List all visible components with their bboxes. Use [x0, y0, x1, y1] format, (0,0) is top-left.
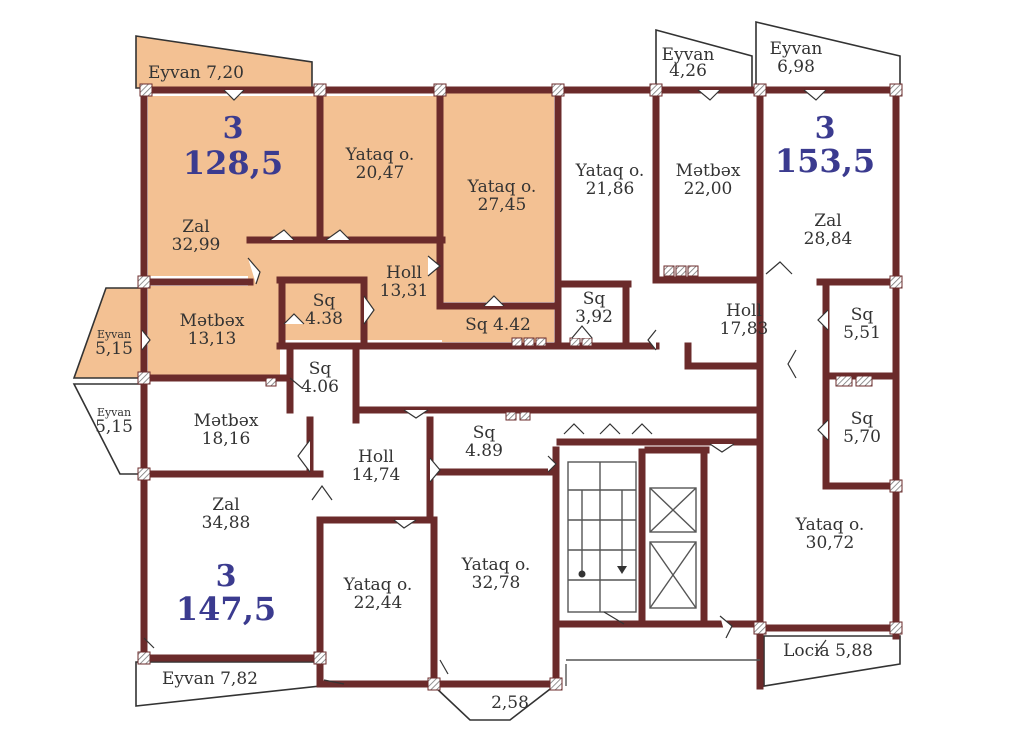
room-area: 18,16: [202, 429, 251, 449]
room-name: Yataq o.: [575, 161, 645, 181]
room-name: Eyvan 7,20: [148, 63, 244, 83]
room-area: 4,26: [669, 61, 707, 81]
room-area: 32,78: [472, 573, 521, 593]
room-name: Mətbəx: [676, 161, 741, 181]
room-name: Sq: [309, 359, 332, 379]
room-area: 4.06: [301, 377, 339, 397]
room-area: 6,98: [777, 57, 815, 77]
apartment-area: 153,5: [775, 142, 875, 180]
room-name: Yataq o.: [345, 145, 415, 165]
room-area: 20,47: [356, 163, 405, 183]
room-name: Sq: [851, 409, 874, 429]
room-name: Yataq o.: [467, 177, 537, 197]
thin-lines: [565, 461, 760, 686]
apartment-rooms: 3: [216, 559, 237, 594]
room-name: 2,58: [491, 693, 529, 713]
room-area: 28,84: [804, 229, 853, 249]
room-area: 5,70: [843, 427, 881, 447]
room-area: 5,15: [95, 339, 133, 359]
room-name: Yataq o.: [461, 555, 531, 575]
room-name: Sq: [473, 423, 496, 443]
doors: [141, 89, 829, 685]
room-area: 3,92: [575, 307, 613, 327]
apartment-label-128: 3 128,5: [183, 111, 283, 182]
room-area: 4.38: [305, 309, 343, 329]
room-name: Sq: [583, 289, 606, 309]
room-name: Holl: [726, 301, 762, 321]
room-name: Sq: [851, 305, 874, 325]
room-name: Eyvan: [97, 406, 131, 419]
room-name: Eyvan: [662, 45, 715, 65]
room-area: 30,72: [806, 533, 855, 553]
apartment-area: 128,5: [183, 144, 283, 182]
room-labels: Eyvan 7,20 Zal 32,99 Yataq o. 20,47 Yata…: [95, 39, 881, 713]
room-name: Yataq o.: [795, 515, 865, 535]
room-area: 34,88: [202, 513, 251, 533]
room-name: Locia 5,88: [783, 641, 873, 661]
room-name: Sq 4.42: [465, 315, 531, 335]
room-name: Zal: [814, 211, 841, 231]
room-area: 13,13: [188, 329, 237, 349]
room-name: Zal: [212, 495, 239, 515]
room-name: Sq: [313, 291, 336, 311]
apartment-area: 147,5: [176, 590, 276, 628]
room-area: 4.89: [465, 441, 503, 461]
room-area: 13,31: [380, 281, 429, 301]
room-area: 5,15: [95, 417, 133, 437]
room-name: Holl: [358, 447, 394, 467]
room-area: 21,86: [586, 179, 635, 199]
apartment-label-153: 3 153,5: [775, 111, 875, 180]
room-area: 27,45: [478, 195, 527, 215]
apartment-128-fill: [74, 36, 554, 378]
room-area: 14,74: [352, 465, 401, 485]
columns: [137, 83, 903, 691]
room-area: 22,00: [684, 179, 733, 199]
room-name: Eyvan: [97, 328, 131, 341]
apartment-label-147: 3 147,5: [176, 559, 276, 628]
room-area: 32,99: [172, 235, 221, 255]
room-area: 22,44: [354, 593, 403, 613]
room-name: Mətbəx: [194, 411, 259, 431]
room-name: Eyvan: [770, 39, 823, 59]
apartment-rooms: 3: [223, 111, 244, 146]
room-name: Holl: [386, 263, 422, 283]
room-area: 5,51: [843, 323, 881, 343]
room-name: Zal: [182, 217, 209, 237]
room-area: 17,83: [720, 319, 769, 339]
stair-markers: [578, 566, 627, 578]
room-name: Eyvan 7,82: [162, 669, 258, 689]
room-name: Yataq o.: [343, 575, 413, 595]
room-name: Mətbəx: [180, 311, 245, 331]
apartment-rooms: 3: [815, 111, 836, 146]
